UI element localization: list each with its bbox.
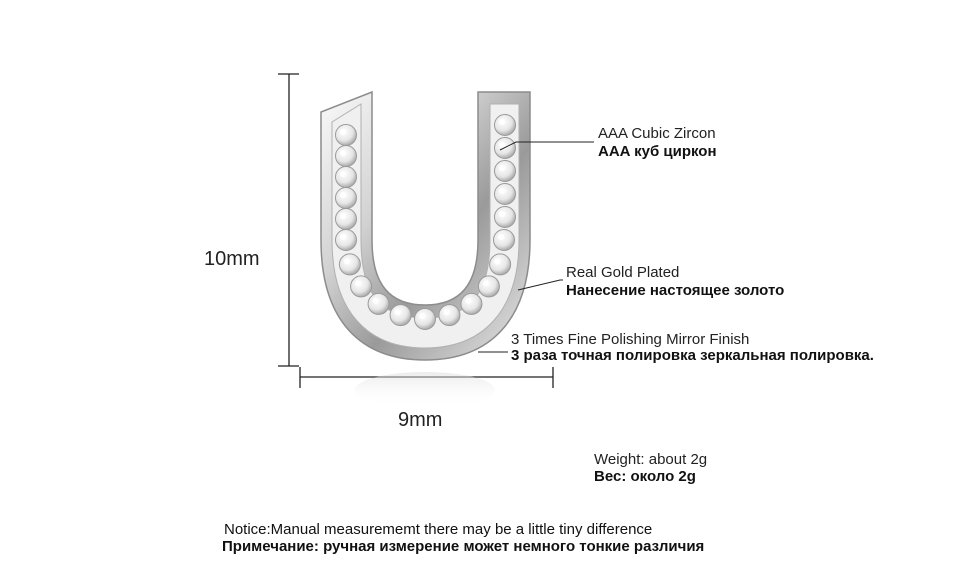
zircon-stone <box>335 166 357 188</box>
zircon-stone <box>389 304 412 327</box>
zircon-highlight <box>465 297 472 304</box>
zircon-stone <box>494 206 516 228</box>
zircon-stone <box>493 229 515 251</box>
zircon-highlight <box>340 192 346 198</box>
reflection-shadow <box>355 372 495 408</box>
zircon-stone <box>367 292 390 315</box>
weight-label-ru: Вес: около 2g <box>594 468 696 485</box>
zircon-highlight <box>340 171 346 177</box>
width-label: 9mm <box>398 409 443 431</box>
zircon-highlight <box>340 213 346 219</box>
zircon-highlight <box>499 188 505 194</box>
zircon-highlight <box>355 280 362 287</box>
zircon-highlight <box>499 142 505 148</box>
notice-en: Notice:Manual measurememt there may be a… <box>224 521 653 538</box>
zircon-highlight <box>499 165 505 171</box>
zircon-highlight <box>419 313 425 319</box>
polish-label-en: 3 Times Fine Polishing Mirror Finish <box>511 331 750 348</box>
zircon-highlight <box>340 234 346 240</box>
zircon-stone <box>494 114 516 136</box>
zircon-highlight <box>499 119 505 125</box>
zircon-highlight <box>372 297 379 304</box>
zircon-highlight <box>482 280 489 287</box>
zircon-highlight <box>340 150 346 156</box>
zircon-stone <box>414 308 436 330</box>
zircon-label-en: AAA Cubic Zircon <box>598 125 716 142</box>
zircon-stone <box>335 187 357 209</box>
zircon-stone <box>335 124 357 146</box>
zircon-label-ru: AAA куб циркон <box>598 143 717 160</box>
zircon-leader <box>499 141 594 151</box>
zircon-stone <box>477 275 500 298</box>
callout-leaders <box>478 141 594 353</box>
zircon-highlight <box>394 309 401 316</box>
weight-label-en: Weight: about 2g <box>594 451 708 468</box>
zircon-stone <box>350 275 373 298</box>
zircon-highlight <box>499 211 505 217</box>
height-dimension-line <box>278 73 299 367</box>
plating-leader <box>517 279 563 291</box>
zircon-stone <box>494 183 516 205</box>
zircon-stone <box>460 292 483 315</box>
zircon-highlight <box>343 258 350 265</box>
zircon-stone <box>338 253 361 276</box>
horseshoe-earring-icon <box>320 90 531 361</box>
zircon-highlight <box>443 309 450 316</box>
height-label: 10mm <box>204 248 260 270</box>
zircon-stone <box>489 253 512 276</box>
plating-label-ru: Нанесение настоящее золото <box>566 282 785 299</box>
polish-label-ru: 3 раза точная полировка зеркальная полир… <box>511 347 874 364</box>
notice-ru: Примечание: ручная измерение может немно… <box>222 538 705 555</box>
plating-label-en: Real Gold Plated <box>566 264 680 281</box>
zircon-highlight <box>498 234 504 240</box>
zircon-highlight <box>494 258 501 265</box>
zircon-stone <box>335 208 357 230</box>
zircon-stone <box>494 160 516 182</box>
zircon-stone <box>335 229 357 251</box>
zircon-stone <box>335 145 357 167</box>
zircon-highlight <box>340 129 346 135</box>
zircon-stone <box>438 304 461 327</box>
